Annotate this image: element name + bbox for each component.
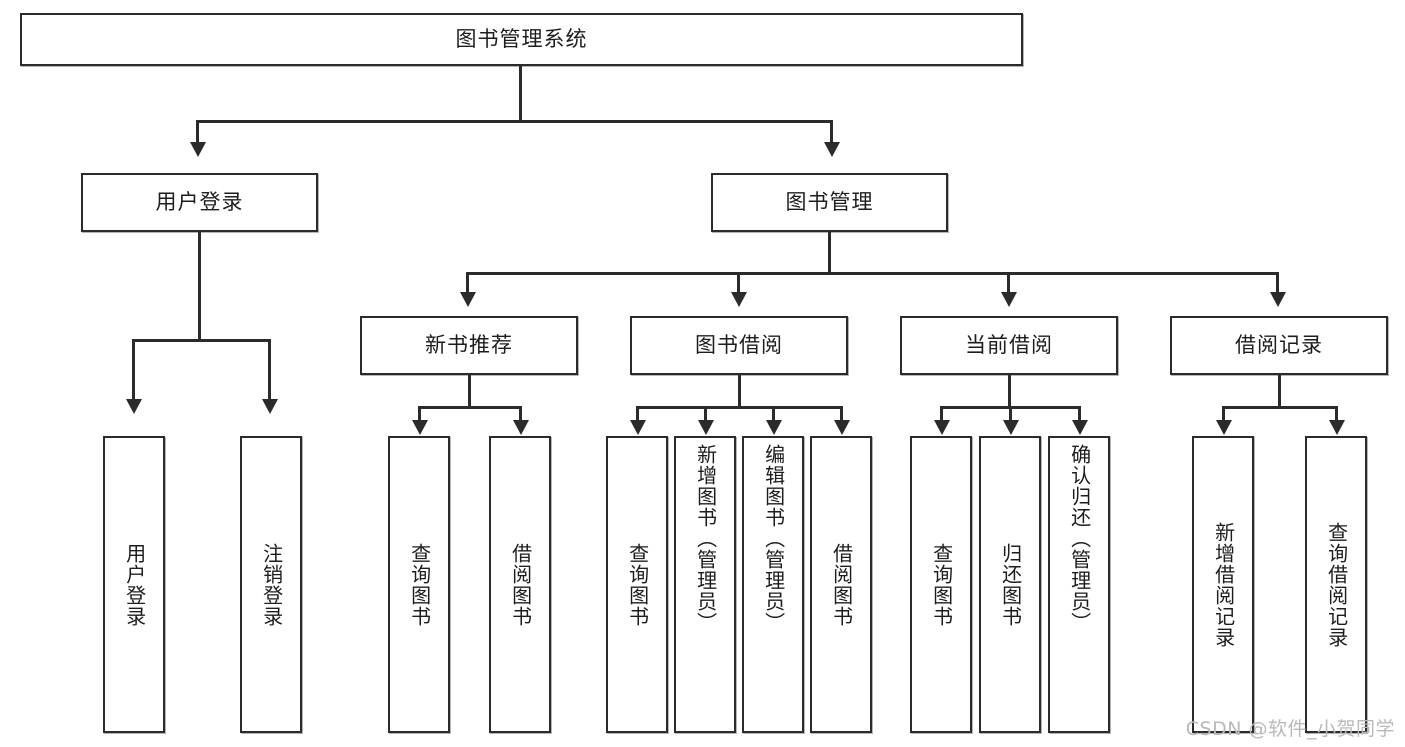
leaf-user-login[interactable]: 用户登录: [103, 436, 165, 733]
node-label: 注销登录: [259, 542, 284, 627]
leaf-nbr-query-book[interactable]: 查询图书: [388, 436, 450, 733]
node-label: 用户登录: [155, 190, 244, 215]
leaf-cb-return-book[interactable]: 归还图书: [979, 436, 1041, 733]
node-label: 新增借阅记录: [1211, 521, 1236, 648]
node-label: 归还图书: [998, 542, 1023, 627]
connector-current-borrow-stem: [1008, 375, 1011, 409]
leaf-user-logout[interactable]: 注销登录: [240, 436, 302, 733]
leaf-nbr-borrow-book[interactable]: 借阅图书: [489, 436, 551, 733]
node-current-borrow[interactable]: 当前借阅: [900, 316, 1118, 375]
connector-root-to-book-management: [830, 120, 833, 146]
arrowhead-nbr-leaf-1: [412, 420, 428, 435]
connector-br-to-leaf-1: [1222, 406, 1225, 424]
connector-bb-to-leaf-3: [772, 406, 775, 424]
arrowhead-new-book-recommend: [460, 292, 476, 307]
arrowhead-to-book-management: [824, 142, 840, 157]
connector-user-login-bus: [132, 339, 270, 342]
node-label: 新书推荐: [425, 333, 513, 358]
connector-book-borrow-stem: [738, 375, 741, 409]
connector-to-current-borrow: [1007, 272, 1010, 296]
node-book-borrow[interactable]: 图书借阅: [630, 316, 848, 375]
connector-book-management-stem: [828, 232, 831, 274]
node-user-login[interactable]: 用户登录: [81, 173, 318, 232]
connector-bb-to-leaf-1: [636, 406, 639, 424]
arrowhead-bb-leaf-1: [630, 420, 646, 435]
node-label: 查询图书: [407, 542, 432, 627]
connector-nbr-to-leaf-1: [418, 406, 421, 424]
leaf-br-query-record[interactable]: 查询借阅记录: [1305, 436, 1367, 733]
arrowhead-user-login-leaf-2: [262, 399, 278, 414]
arrowhead-to-user-login: [190, 142, 206, 157]
arrowhead-br-leaf-2: [1329, 420, 1345, 435]
leaf-cb-query-book[interactable]: 查询图书: [910, 436, 972, 733]
node-label: 借阅图书: [508, 542, 533, 627]
connector-bb-to-leaf-4: [840, 406, 843, 424]
node-label: 图书借阅: [695, 333, 783, 358]
arrowhead-user-login-leaf-1: [126, 399, 142, 414]
connector-borrow-record-stem: [1278, 375, 1281, 409]
csdn-watermark: CSDN @软件_小贺同学: [1185, 718, 1395, 740]
connector-user-login-to-leaf-1: [132, 339, 135, 403]
connector-root-to-user-login: [196, 120, 199, 146]
node-label: 借阅图书: [829, 542, 854, 627]
node-label: 用户登录: [122, 542, 147, 627]
leaf-cb-confirm-return-admin[interactable]: 确认归还（管理员）: [1048, 436, 1110, 733]
connector-book-management-bus: [466, 272, 1279, 275]
arrowhead-cb-leaf-1: [934, 420, 950, 435]
arrowhead-borrow-record: [1270, 292, 1286, 307]
connector-cb-to-leaf-2: [1009, 406, 1012, 424]
connector-user-login-to-leaf-2: [268, 339, 271, 403]
node-label: 查询图书: [625, 542, 650, 627]
node-label: 图书管理: [785, 190, 874, 215]
connector-to-book-borrow: [737, 272, 740, 296]
arrowhead-book-borrow: [731, 292, 747, 307]
arrowhead-current-borrow: [1001, 292, 1017, 307]
leaf-br-add-record[interactable]: 新增借阅记录: [1192, 436, 1254, 733]
connector-new-book-recommend-bus: [418, 406, 522, 409]
arrowhead-cb-leaf-2: [1003, 420, 1019, 435]
node-label: 确认归还（管理员）: [1067, 444, 1092, 633]
node-label: 新增图书（管理员）: [693, 444, 718, 633]
node-label: 当前借阅: [965, 333, 1053, 358]
connector-br-to-leaf-2: [1335, 406, 1338, 424]
node-new-book-recommend[interactable]: 新书推荐: [360, 316, 578, 375]
node-label: 查询借阅记录: [1324, 521, 1349, 648]
leaf-bb-query-book[interactable]: 查询图书: [606, 436, 668, 733]
leaf-bb-add-book-admin[interactable]: 新增图书（管理员）: [674, 436, 736, 733]
arrowhead-bb-leaf-4: [834, 420, 850, 435]
arrowhead-cb-leaf-3: [1072, 420, 1088, 435]
node-root-book-management-system[interactable]: 图书管理系统: [20, 13, 1023, 66]
connector-root-bus: [196, 120, 833, 123]
leaf-bb-edit-book-admin[interactable]: 编辑图书（管理员）: [742, 436, 804, 733]
connector-new-book-recommend-stem: [468, 375, 471, 409]
arrowhead-bb-leaf-3: [766, 420, 782, 435]
connector-to-new-book-recommend: [466, 272, 469, 296]
connector-book-borrow-bus: [636, 406, 842, 409]
node-borrow-record[interactable]: 借阅记录: [1170, 316, 1388, 375]
node-label: 查询图书: [929, 542, 954, 627]
connector-bb-to-leaf-2: [704, 406, 707, 424]
arrowhead-bb-leaf-2: [698, 420, 714, 435]
arrowhead-br-leaf-1: [1216, 420, 1232, 435]
connector-nbr-to-leaf-2: [519, 406, 522, 424]
node-book-management[interactable]: 图书管理: [711, 173, 948, 232]
connector-borrow-record-bus: [1222, 406, 1338, 409]
node-label: 借阅记录: [1235, 333, 1323, 358]
connector-user-login-stem: [198, 232, 201, 342]
node-label: 编辑图书（管理员）: [761, 444, 786, 633]
connector-cb-to-leaf-3: [1078, 406, 1081, 424]
connector-to-borrow-record: [1276, 272, 1279, 296]
connector-cb-to-leaf-1: [940, 406, 943, 424]
connector-root-stem: [519, 66, 522, 122]
leaf-bb-borrow-book[interactable]: 借阅图书: [810, 436, 872, 733]
node-label: 图书管理系统: [455, 27, 588, 52]
arrowhead-nbr-leaf-2: [513, 420, 529, 435]
